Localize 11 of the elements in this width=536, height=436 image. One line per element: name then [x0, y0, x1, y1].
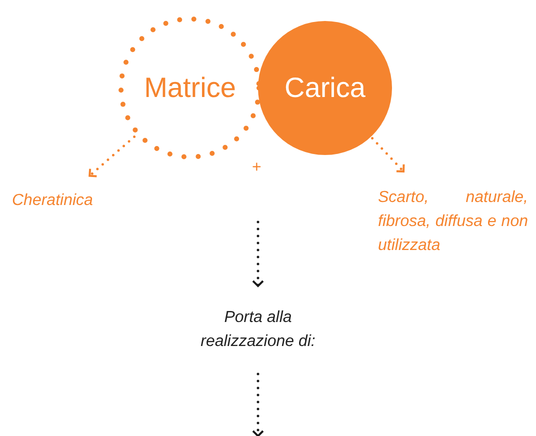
dotted-circle: [118, 16, 262, 160]
description-text: Scarto, naturale, fibrosa, diffusa e non utilizzata: [378, 188, 528, 256]
description-text: Cheratinica: [12, 191, 94, 211]
circle-label: Matrice: [144, 71, 236, 105]
dotted-arrow: [88, 135, 136, 178]
dotted-arrow: [371, 137, 405, 173]
dotted-arrow: [252, 220, 264, 288]
circle-label: Carica: [284, 71, 366, 105]
plus-sign: +: [252, 158, 262, 178]
dotted-arrow: [252, 372, 264, 436]
description-text: Porta alla realizzazione di:: [200, 308, 316, 352]
